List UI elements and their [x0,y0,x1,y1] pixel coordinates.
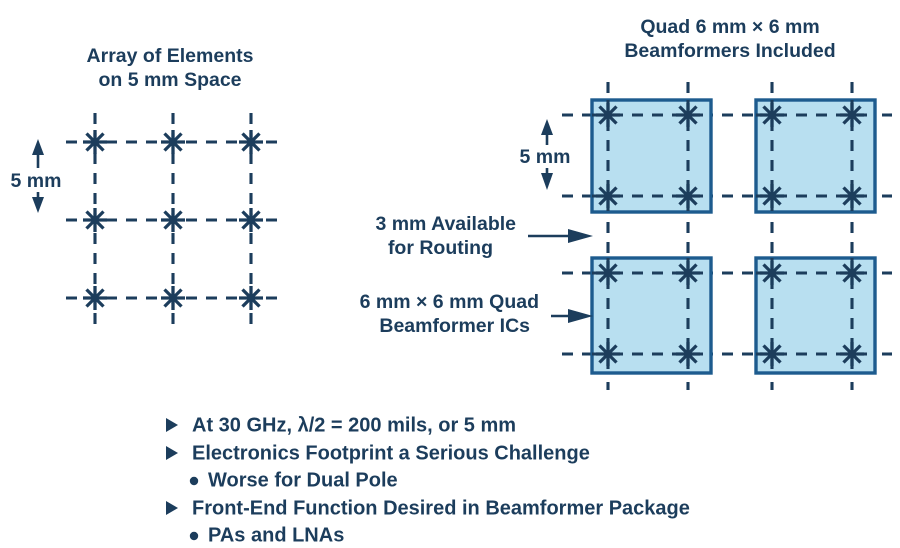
array-element-marker [596,342,620,366]
right-array-title-line1: Quad 6 mm × 6 mm [640,16,819,38]
bullet-item: Worse for Dual Pole [189,469,398,491]
bullet-item: Electronics Footprint a Serious Challeng… [166,442,590,464]
bullet-text: At 30 GHz, λ/2 = 200 mils, or 5 mm [192,414,516,436]
array-element-marker [596,261,620,285]
array-element-marker [676,342,700,366]
right-beamformer-array [562,82,892,390]
bullet-text: PAs and LNAs [208,524,344,546]
bullet-text: Front-End Function Desired in Beamformer… [192,497,690,519]
arrowhead-up-icon [32,139,44,155]
arrowhead-down-icon [541,173,553,190]
beamformer-packages [590,98,877,375]
array-element-marker [83,130,107,154]
left-array-elements [83,130,263,310]
callout-routing-line2: for Routing [388,237,493,259]
callout-routing: 3 mm Available for Routing [375,213,593,259]
callout-routing-line1: 3 mm Available [375,213,516,235]
dot-bullet-icon [189,531,199,541]
arrowhead-down-icon [32,197,44,213]
callout-ic-line1: 6 mm × 6 mm Quad [360,291,539,313]
array-element-marker [676,261,700,285]
callout-ic-line2: Beamformer ICs [379,315,530,337]
array-element-marker [840,342,864,366]
callout-beamformer-ic: 6 mm × 6 mm Quad Beamformer ICs [360,291,593,337]
array-element-marker [239,208,263,232]
bullet-item: PAs and LNAs [189,524,344,546]
right-array-elements [596,103,864,366]
triangle-right-bullet-icon [166,418,178,432]
array-element-marker [676,103,700,127]
triangle-right-bullet-icon [166,446,178,460]
array-element-marker [840,103,864,127]
array-element-marker [760,184,784,208]
right-array-title-line2: Beamformers Included [624,40,835,62]
dot-bullet-icon [189,476,199,486]
array-element-marker [161,286,185,310]
array-element-marker [161,208,185,232]
bullet-item: Front-End Function Desired in Beamformer… [166,497,690,519]
left-element-array [66,113,280,329]
left-spacing-dimension: 5 mm [11,139,62,213]
bullet-item: At 30 GHz, λ/2 = 200 mils, or 5 mm [166,414,516,436]
left-array-title-line1: Array of Elements [87,45,254,67]
right-spacing-dimension: 5 mm [520,119,571,190]
bullet-list: At 30 GHz, λ/2 = 200 mils, or 5 mm Elect… [166,414,690,546]
array-element-marker [161,130,185,154]
array-element-marker [596,103,620,127]
arrowhead-right-icon [568,309,593,323]
right-dimension-label: 5 mm [520,146,571,168]
bullet-text: Worse for Dual Pole [208,469,398,491]
array-element-marker [760,103,784,127]
array-element-marker [840,261,864,285]
array-element-marker [840,184,864,208]
array-element-marker [83,208,107,232]
array-element-marker [596,184,620,208]
bullet-text: Electronics Footprint a Serious Challeng… [192,442,590,464]
array-element-marker [676,184,700,208]
left-array-title-line2: on 5 mm Space [98,69,241,91]
array-element-marker [239,130,263,154]
arrowhead-up-icon [541,119,553,135]
array-element-marker [83,286,107,310]
array-element-marker [239,286,263,310]
array-element-marker [760,261,784,285]
left-dimension-label: 5 mm [11,170,62,192]
arrowhead-right-icon [568,229,593,243]
right-grid-lines-back [562,82,892,390]
array-element-marker [760,342,784,366]
triangle-right-bullet-icon [166,501,178,515]
